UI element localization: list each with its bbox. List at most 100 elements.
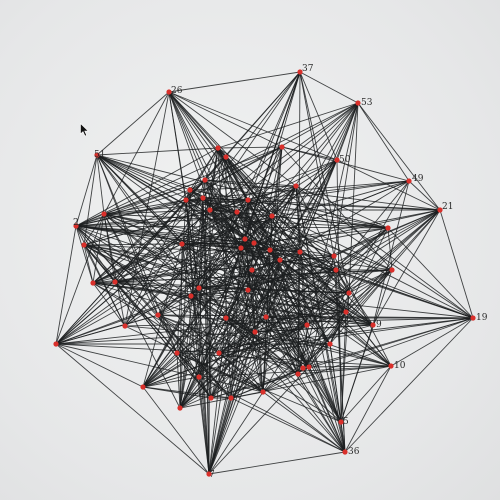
graph-edge: [103, 179, 206, 215]
graph-edge: [92, 243, 183, 284]
graph-edge: [348, 209, 441, 294]
graph-edge: [308, 365, 392, 368]
graph-node: [297, 249, 303, 255]
graph-edge: [236, 211, 301, 253]
graph-edge: [96, 154, 191, 191]
graph-edge: [103, 213, 200, 289]
graph-node: [112, 279, 118, 285]
graph-edge: [335, 269, 350, 294]
graph-edge: [114, 281, 350, 294]
graph-edge: [179, 391, 264, 409]
graph-edge: [157, 314, 178, 354]
graph-edge: [333, 227, 389, 257]
graph-node: [293, 183, 299, 189]
graph-edge: [299, 71, 350, 294]
graph-node: [327, 341, 333, 347]
graph-edge: [142, 376, 200, 388]
graph-edge: [83, 244, 253, 271]
graph-edge: [218, 292, 350, 354]
graph-edge: [344, 365, 392, 453]
graph-node: [188, 293, 194, 299]
graph-node: [252, 329, 258, 335]
graph-edge: [103, 213, 159, 316]
graph-edge: [439, 209, 474, 319]
graph-edge: [75, 197, 204, 227]
graph-edge: [209, 209, 392, 367]
graph-edge: [340, 269, 393, 423]
graph-edge: [279, 259, 299, 375]
graph-edge: [208, 451, 346, 475]
graph-node: [216, 350, 222, 356]
graph-edge: [75, 147, 219, 227]
graph-edge: [204, 147, 219, 181]
graph-edge: [265, 316, 310, 368]
graph-node: [196, 374, 202, 380]
graph-edge: [262, 366, 310, 393]
graph-node: [406, 178, 412, 184]
graph-node: [304, 322, 310, 328]
graph-edge: [176, 352, 232, 399]
graph-edge: [230, 397, 346, 453]
graph-node: [179, 241, 185, 247]
graph-edge: [236, 211, 374, 326]
graph-node: [297, 69, 303, 75]
graph-node: [342, 449, 348, 455]
graph-edge: [217, 102, 359, 149]
graph-node: [215, 145, 221, 151]
graph-edge: [190, 259, 281, 297]
graph-edge: [240, 209, 441, 249]
graph-edge: [262, 343, 331, 393]
graph-edge: [218, 311, 347, 354]
graph-node: [470, 315, 476, 321]
graph-edge: [168, 91, 297, 187]
graph-edge: [269, 249, 342, 423]
graph-edge: [124, 325, 264, 393]
graph-edge: [329, 311, 347, 345]
graph-edge: [83, 197, 204, 246]
graph-node: [267, 247, 273, 253]
graph-edge: [55, 197, 204, 345]
graph-edge: [279, 259, 331, 345]
graph-edge: [92, 197, 204, 284]
graph-edge: [218, 352, 346, 453]
graph-edge: [247, 199, 393, 271]
graph-edge: [357, 102, 441, 211]
graph-edge: [225, 156, 273, 217]
node-layer: [53, 69, 476, 477]
graph-edge: [265, 311, 347, 318]
graph-edge: [103, 213, 242, 249]
graph-node: [346, 290, 352, 296]
graph-edge: [230, 269, 393, 399]
graph-edge: [185, 199, 392, 367]
graph-edge: [198, 376, 212, 399]
graph-edge: [75, 225, 94, 284]
graph-edge: [96, 91, 170, 156]
node-label: 53: [361, 98, 373, 108]
graph-edge: [297, 311, 347, 375]
graph-edge: [55, 343, 210, 475]
graph-edge: [269, 249, 301, 253]
graph-edge: [83, 213, 105, 246]
node-label: 36: [348, 447, 360, 457]
graph-edge: [209, 102, 359, 211]
graph-edge: [408, 180, 441, 211]
graph-node: [122, 323, 128, 329]
graph-edge: [179, 331, 256, 409]
graph-node: [389, 267, 395, 273]
node-label: 19: [476, 313, 488, 323]
graph-edge: [55, 311, 347, 345]
graph-edge: [345, 269, 393, 313]
graph-node: [306, 364, 312, 370]
node-label: 5: [343, 417, 349, 427]
graph-edge: [198, 324, 308, 378]
graph-edge: [179, 316, 267, 409]
graph-edge: [236, 211, 393, 271]
graph-node: [245, 287, 251, 293]
graph-node: [187, 187, 193, 193]
graph-edge: [114, 269, 393, 283]
graph-edge: [83, 244, 126, 327]
graph-edge: [176, 352, 212, 399]
graph-edge: [247, 199, 389, 229]
graph-node: [196, 285, 202, 291]
